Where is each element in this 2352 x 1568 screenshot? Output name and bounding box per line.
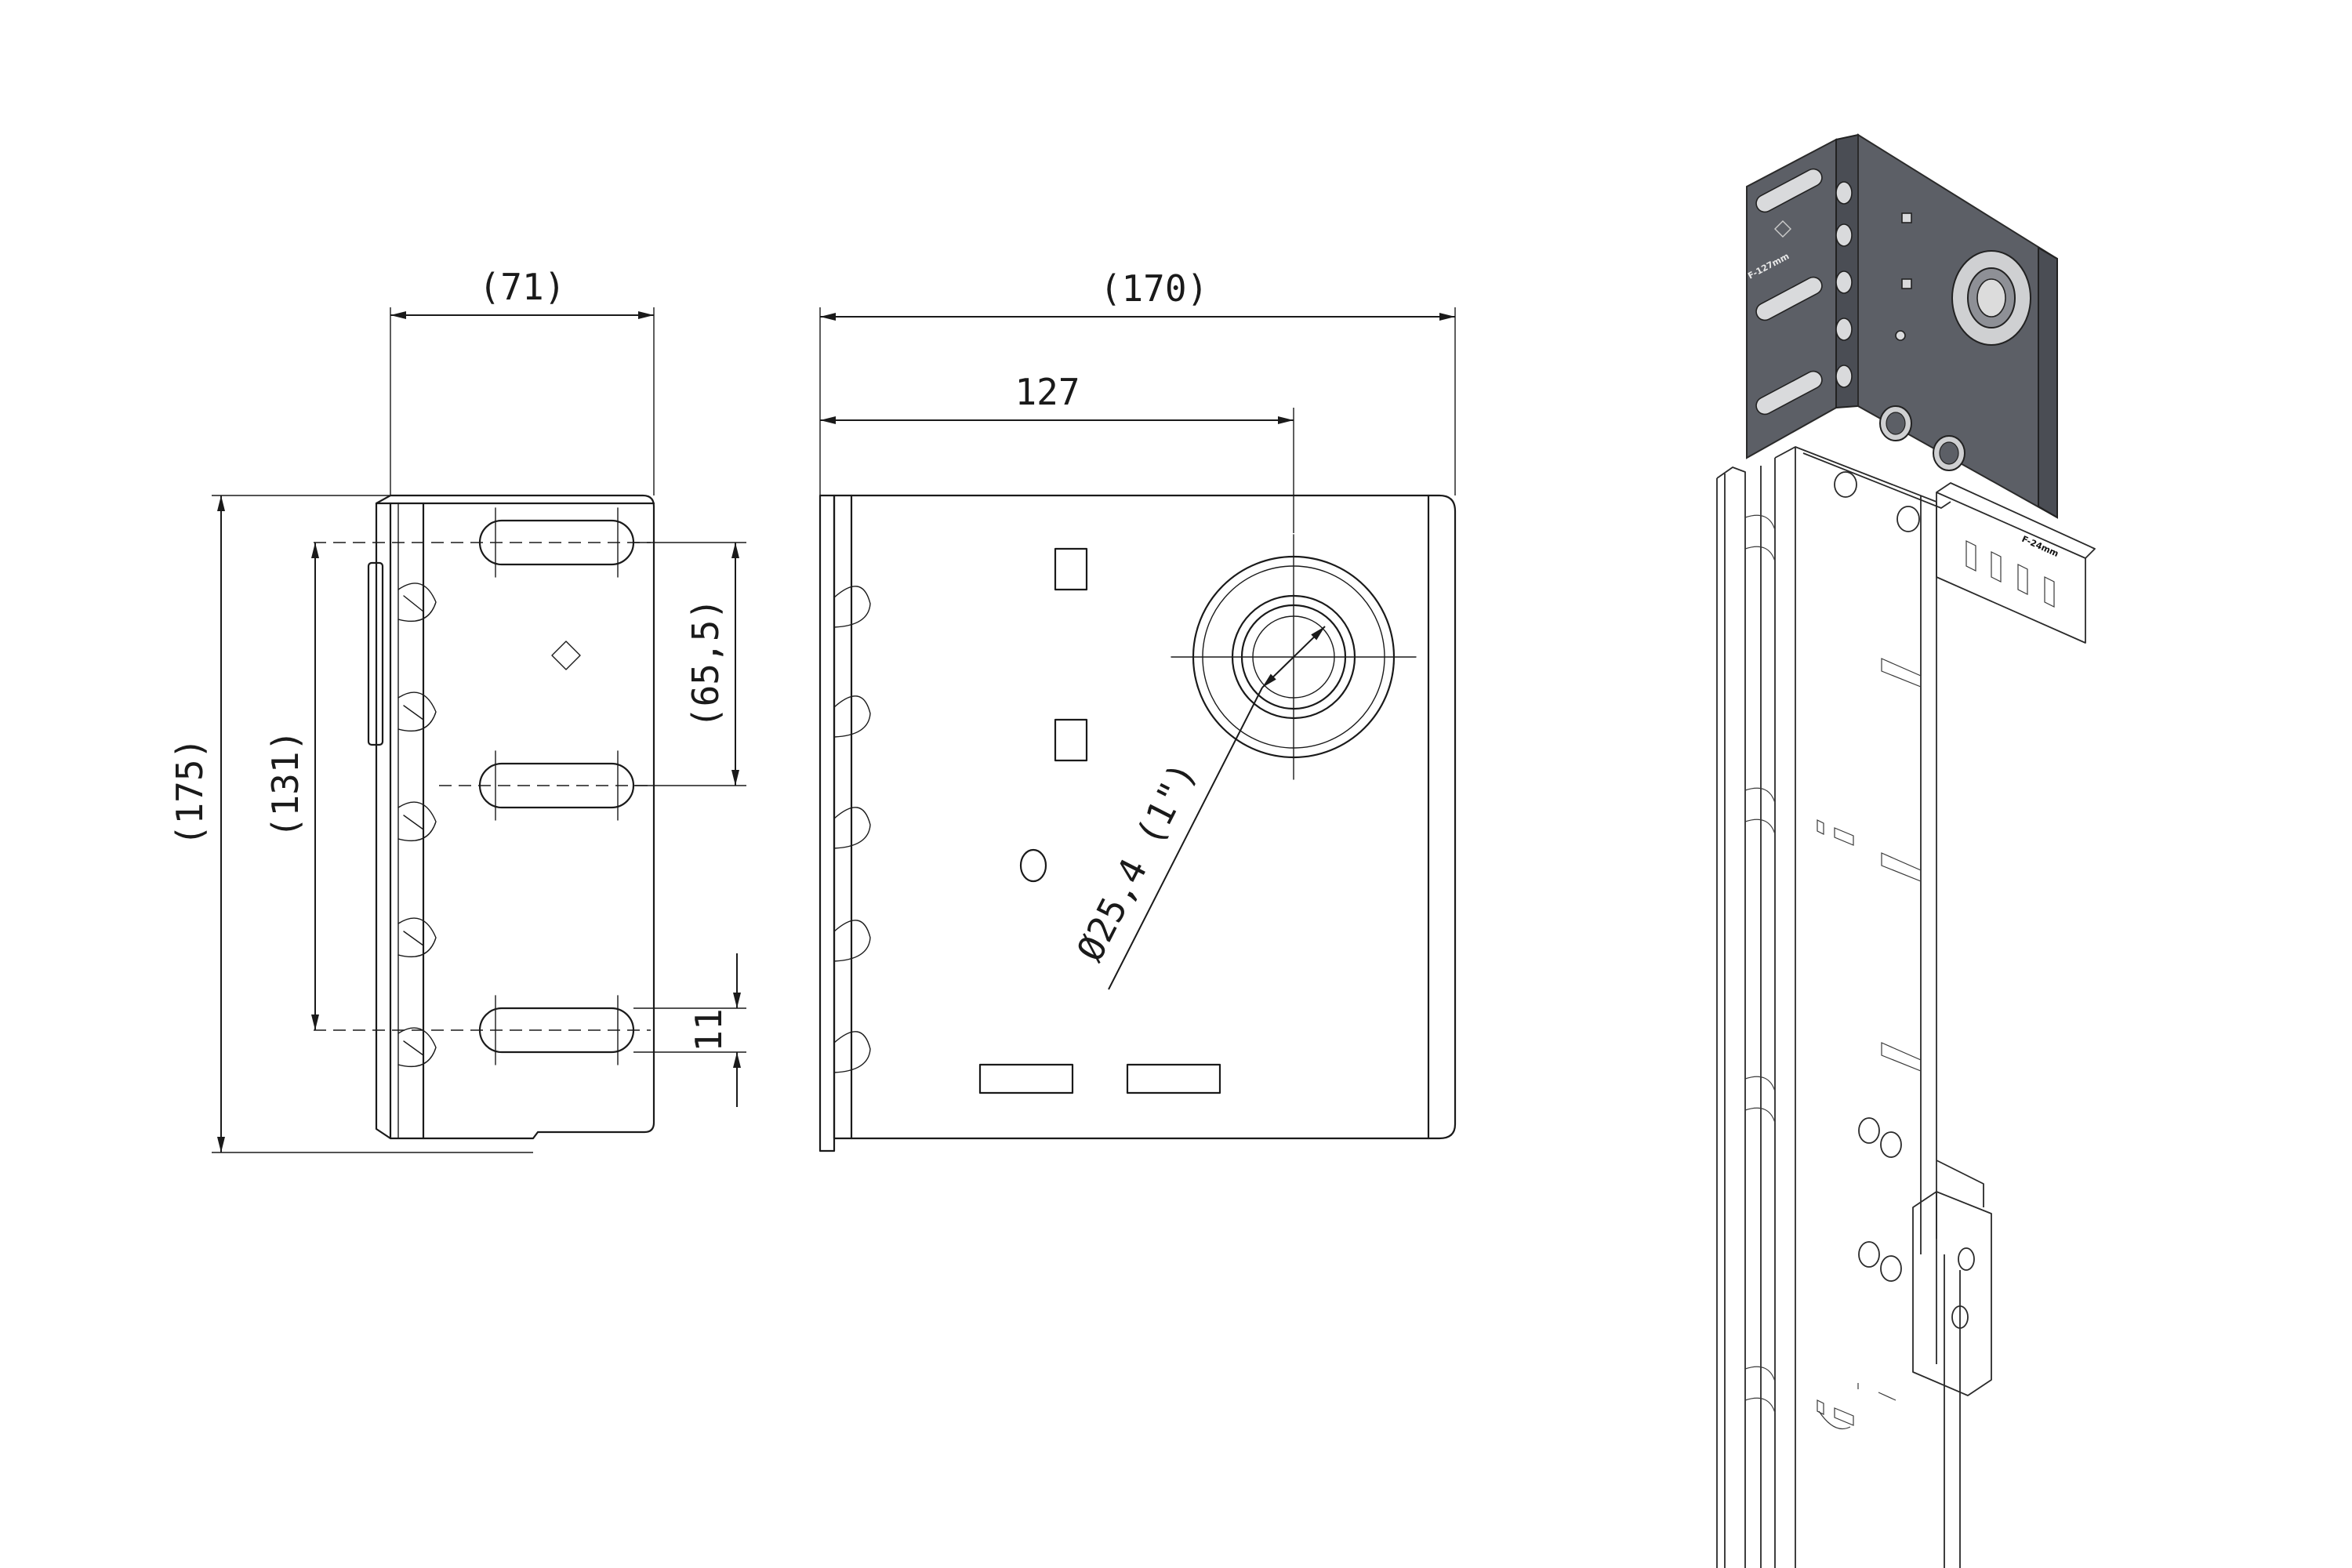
side-view-diamond-mark [551, 641, 581, 670]
dim-height-label: (175) [169, 738, 211, 846]
iso-view: F-127mm F-24mm [1716, 133, 2096, 1568]
side-view-spacer-bar [367, 561, 384, 746]
front-view-square-hole-1 [1054, 547, 1088, 591]
iso-vertical-track [1716, 446, 1992, 1568]
side-view-slots [314, 507, 651, 1065]
front-view-tabs [833, 586, 871, 1073]
dim-slot-spacing-label: (65,5) [684, 598, 727, 728]
front-view-square-hole-2 [1054, 718, 1088, 762]
front-view-bottom-slot-2 [1126, 1063, 1221, 1094]
side-view: (71) (175) (131) (65,5) 11 [169, 266, 746, 1153]
side-view-outline [375, 494, 655, 1140]
front-view-bottom-slot-1 [978, 1063, 1074, 1094]
dim-slot-width-label: 11 [688, 1008, 730, 1051]
dim-total-width-label: (170) [1100, 267, 1208, 310]
dim-bore-leader [1108, 687, 1263, 990]
front-view-flange-edge [818, 494, 836, 1152]
front-view-round-hole [1019, 848, 1047, 883]
dim-slot-span-label: (131) [264, 730, 307, 838]
dim-width-label: (71) [479, 266, 566, 308]
front-view: Ø25,4 (1") (170) 127 [818, 267, 1457, 1152]
side-view-tabs [397, 583, 437, 1068]
dim-bore-arrows [1261, 626, 1326, 688]
front-view-plate-outline [833, 494, 1457, 1140]
iso-bracket-plate: F-127mm [1746, 133, 2058, 519]
iso-horizontal-rail: F-24mm [1936, 482, 2096, 644]
dim-axle-offset-label: 127 [1014, 371, 1080, 413]
